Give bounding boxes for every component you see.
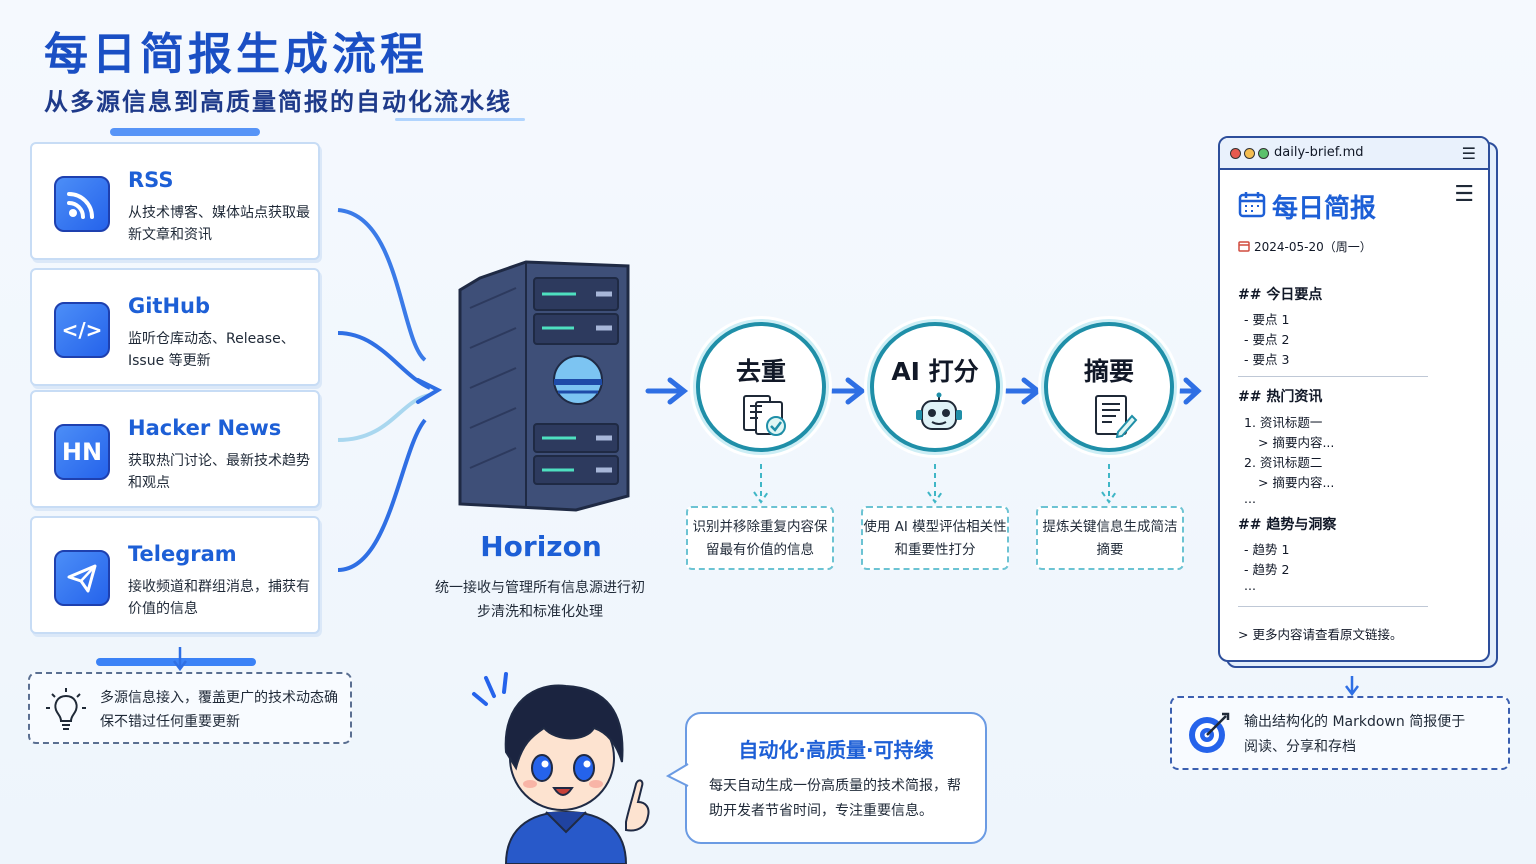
source-name: GitHub bbox=[128, 294, 211, 318]
source-name: Hacker News bbox=[128, 416, 282, 440]
down-arrow-icon bbox=[1345, 676, 1359, 697]
list-item: - 要点 1 bbox=[1244, 312, 1290, 327]
step-ai-score: AI 打分 bbox=[870, 322, 1000, 452]
brief-heading: 每日简报 bbox=[1272, 194, 1377, 224]
source-flow-arrows bbox=[337, 208, 443, 572]
lightbulb-icon bbox=[46, 688, 86, 730]
page-title: 每日简报生成流程 bbox=[44, 29, 428, 80]
menu-icon: ☰ bbox=[1461, 144, 1476, 163]
horizon-desc: 统一接收与管理所有信息源进行初步清洗和标准化处理 bbox=[435, 580, 645, 620]
bubble-tail bbox=[666, 763, 690, 787]
calendar-icon bbox=[1238, 192, 1266, 218]
list-item: - 趋势 2 bbox=[1244, 562, 1290, 577]
divider bbox=[1238, 376, 1428, 377]
close-dot-icon bbox=[1230, 148, 1241, 159]
source-desc: 从技术博客、媒体站点获取最新文章和资讯 bbox=[128, 205, 310, 243]
menu-icon: ☰ bbox=[1454, 182, 1474, 207]
brief-date: 2024-05-20（周一） bbox=[1254, 240, 1372, 254]
section-heading: ## 趋势与洞察 bbox=[1238, 517, 1337, 533]
step-desc: 使用 AI 模型评估相关性和重要性打分 bbox=[861, 506, 1009, 570]
source-note: 多源信息接入，覆盖更广的技术动态确保不错过任何重要更新 bbox=[28, 672, 352, 744]
step-label: 去重 bbox=[735, 357, 786, 386]
maximize-dot-icon bbox=[1258, 148, 1269, 159]
target-icon bbox=[1189, 712, 1230, 753]
speech-bubble: 自动化·高质量·可持续 每天自动生成一份高质量的技术简报，帮助开发者节省时间，专… bbox=[685, 712, 987, 844]
mascot-character-icon bbox=[472, 672, 650, 864]
step-desc: 识别并移除重复内容保留最有价值的信息 bbox=[686, 506, 834, 570]
source-card-hackernews: HN Hacker News 获取热门讨论、最新技术趋势和观点 bbox=[30, 390, 320, 508]
source-desc: 监听仓库动态、Release、Issue 等更新 bbox=[128, 331, 295, 369]
section-heading: ## 热门资讯 bbox=[1238, 389, 1323, 405]
source-name: RSS bbox=[128, 168, 174, 192]
list-item: > 摘要内容... bbox=[1258, 435, 1335, 450]
horizon-name: Horizon bbox=[480, 530, 602, 563]
paper-plane-icon bbox=[54, 550, 110, 606]
list-item: - 要点 3 bbox=[1244, 352, 1290, 367]
output-note-text: 输出结构化的 Markdown 简报便于阅读、分享和存档 bbox=[1244, 714, 1466, 755]
source-card-rss: RSS 从技术博客、媒体站点获取最新文章和资讯 bbox=[30, 142, 320, 260]
list-item: > 摘要内容... bbox=[1258, 475, 1335, 490]
code-icon: </> bbox=[54, 302, 110, 358]
source-name: Telegram bbox=[128, 542, 237, 566]
source-card-telegram: Telegram 接收频道和群组消息，捕获有价值的信息 bbox=[30, 516, 320, 634]
markdown-window: daily-brief.md ☰ 每日简报 ☰ 2024-05-20（周一） #… bbox=[1218, 136, 1490, 662]
step-summary: 摘要 bbox=[1044, 322, 1174, 452]
source-desc: 获取热门讨论、最新技术趋势和观点 bbox=[128, 453, 310, 491]
source-desc: 接收频道和群组消息，捕获有价值的信息 bbox=[128, 579, 310, 617]
output-note: 输出结构化的 Markdown 简报便于阅读、分享和存档 bbox=[1170, 696, 1510, 770]
process-flow-arrows bbox=[645, 377, 1202, 405]
list-item: ... bbox=[1244, 578, 1256, 593]
page-subtitle: 从多源信息到高质量简报的自动化流水线 bbox=[44, 88, 512, 116]
window-titlebar: daily-brief.md ☰ bbox=[1220, 138, 1488, 170]
section-heading: ## 今日要点 bbox=[1238, 287, 1323, 303]
step-dedupe: 去重 bbox=[696, 322, 826, 452]
list-item: - 趋势 1 bbox=[1244, 542, 1290, 557]
bubble-text: 每天自动生成一份高质量的技术简报，帮助开发者节省时间，专注重要信息。 bbox=[709, 778, 961, 819]
server-icon bbox=[458, 260, 630, 512]
window-filename: daily-brief.md bbox=[1274, 145, 1364, 160]
step-connectors bbox=[753, 464, 1117, 504]
brief-footer: > 更多内容请查看原文链接。 bbox=[1238, 627, 1403, 642]
divider bbox=[1238, 606, 1428, 607]
source-card-github: </> GitHub 监听仓库动态、Release、Issue 等更新 bbox=[30, 268, 320, 386]
step-label: 摘要 bbox=[1083, 357, 1134, 386]
document-edit-icon bbox=[1095, 395, 1138, 438]
bubble-title: 自动化·高质量·可持续 bbox=[738, 738, 934, 762]
hn-logo-icon: HN bbox=[54, 424, 110, 480]
calendar-small-icon bbox=[1238, 241, 1250, 252]
rss-icon bbox=[54, 176, 110, 232]
list-item: - 要点 2 bbox=[1244, 332, 1290, 347]
decorative-underline bbox=[395, 118, 525, 121]
decorative-underline bbox=[110, 128, 260, 136]
minimize-dot-icon bbox=[1244, 148, 1255, 159]
list-item: 2. 资讯标题二 bbox=[1244, 455, 1323, 470]
robot-icon bbox=[916, 392, 962, 430]
document-check-icon bbox=[743, 395, 786, 436]
down-arrow-icon bbox=[173, 647, 187, 672]
source-note-text: 多源信息接入，覆盖更广的技术动态确保不错过任何重要更新 bbox=[100, 690, 338, 730]
list-item: ... bbox=[1244, 491, 1256, 506]
list-item: 1. 资讯标题一 bbox=[1244, 415, 1323, 430]
step-label: AI 打分 bbox=[891, 357, 979, 386]
step-desc: 提炼关键信息生成简洁摘要 bbox=[1036, 506, 1184, 570]
